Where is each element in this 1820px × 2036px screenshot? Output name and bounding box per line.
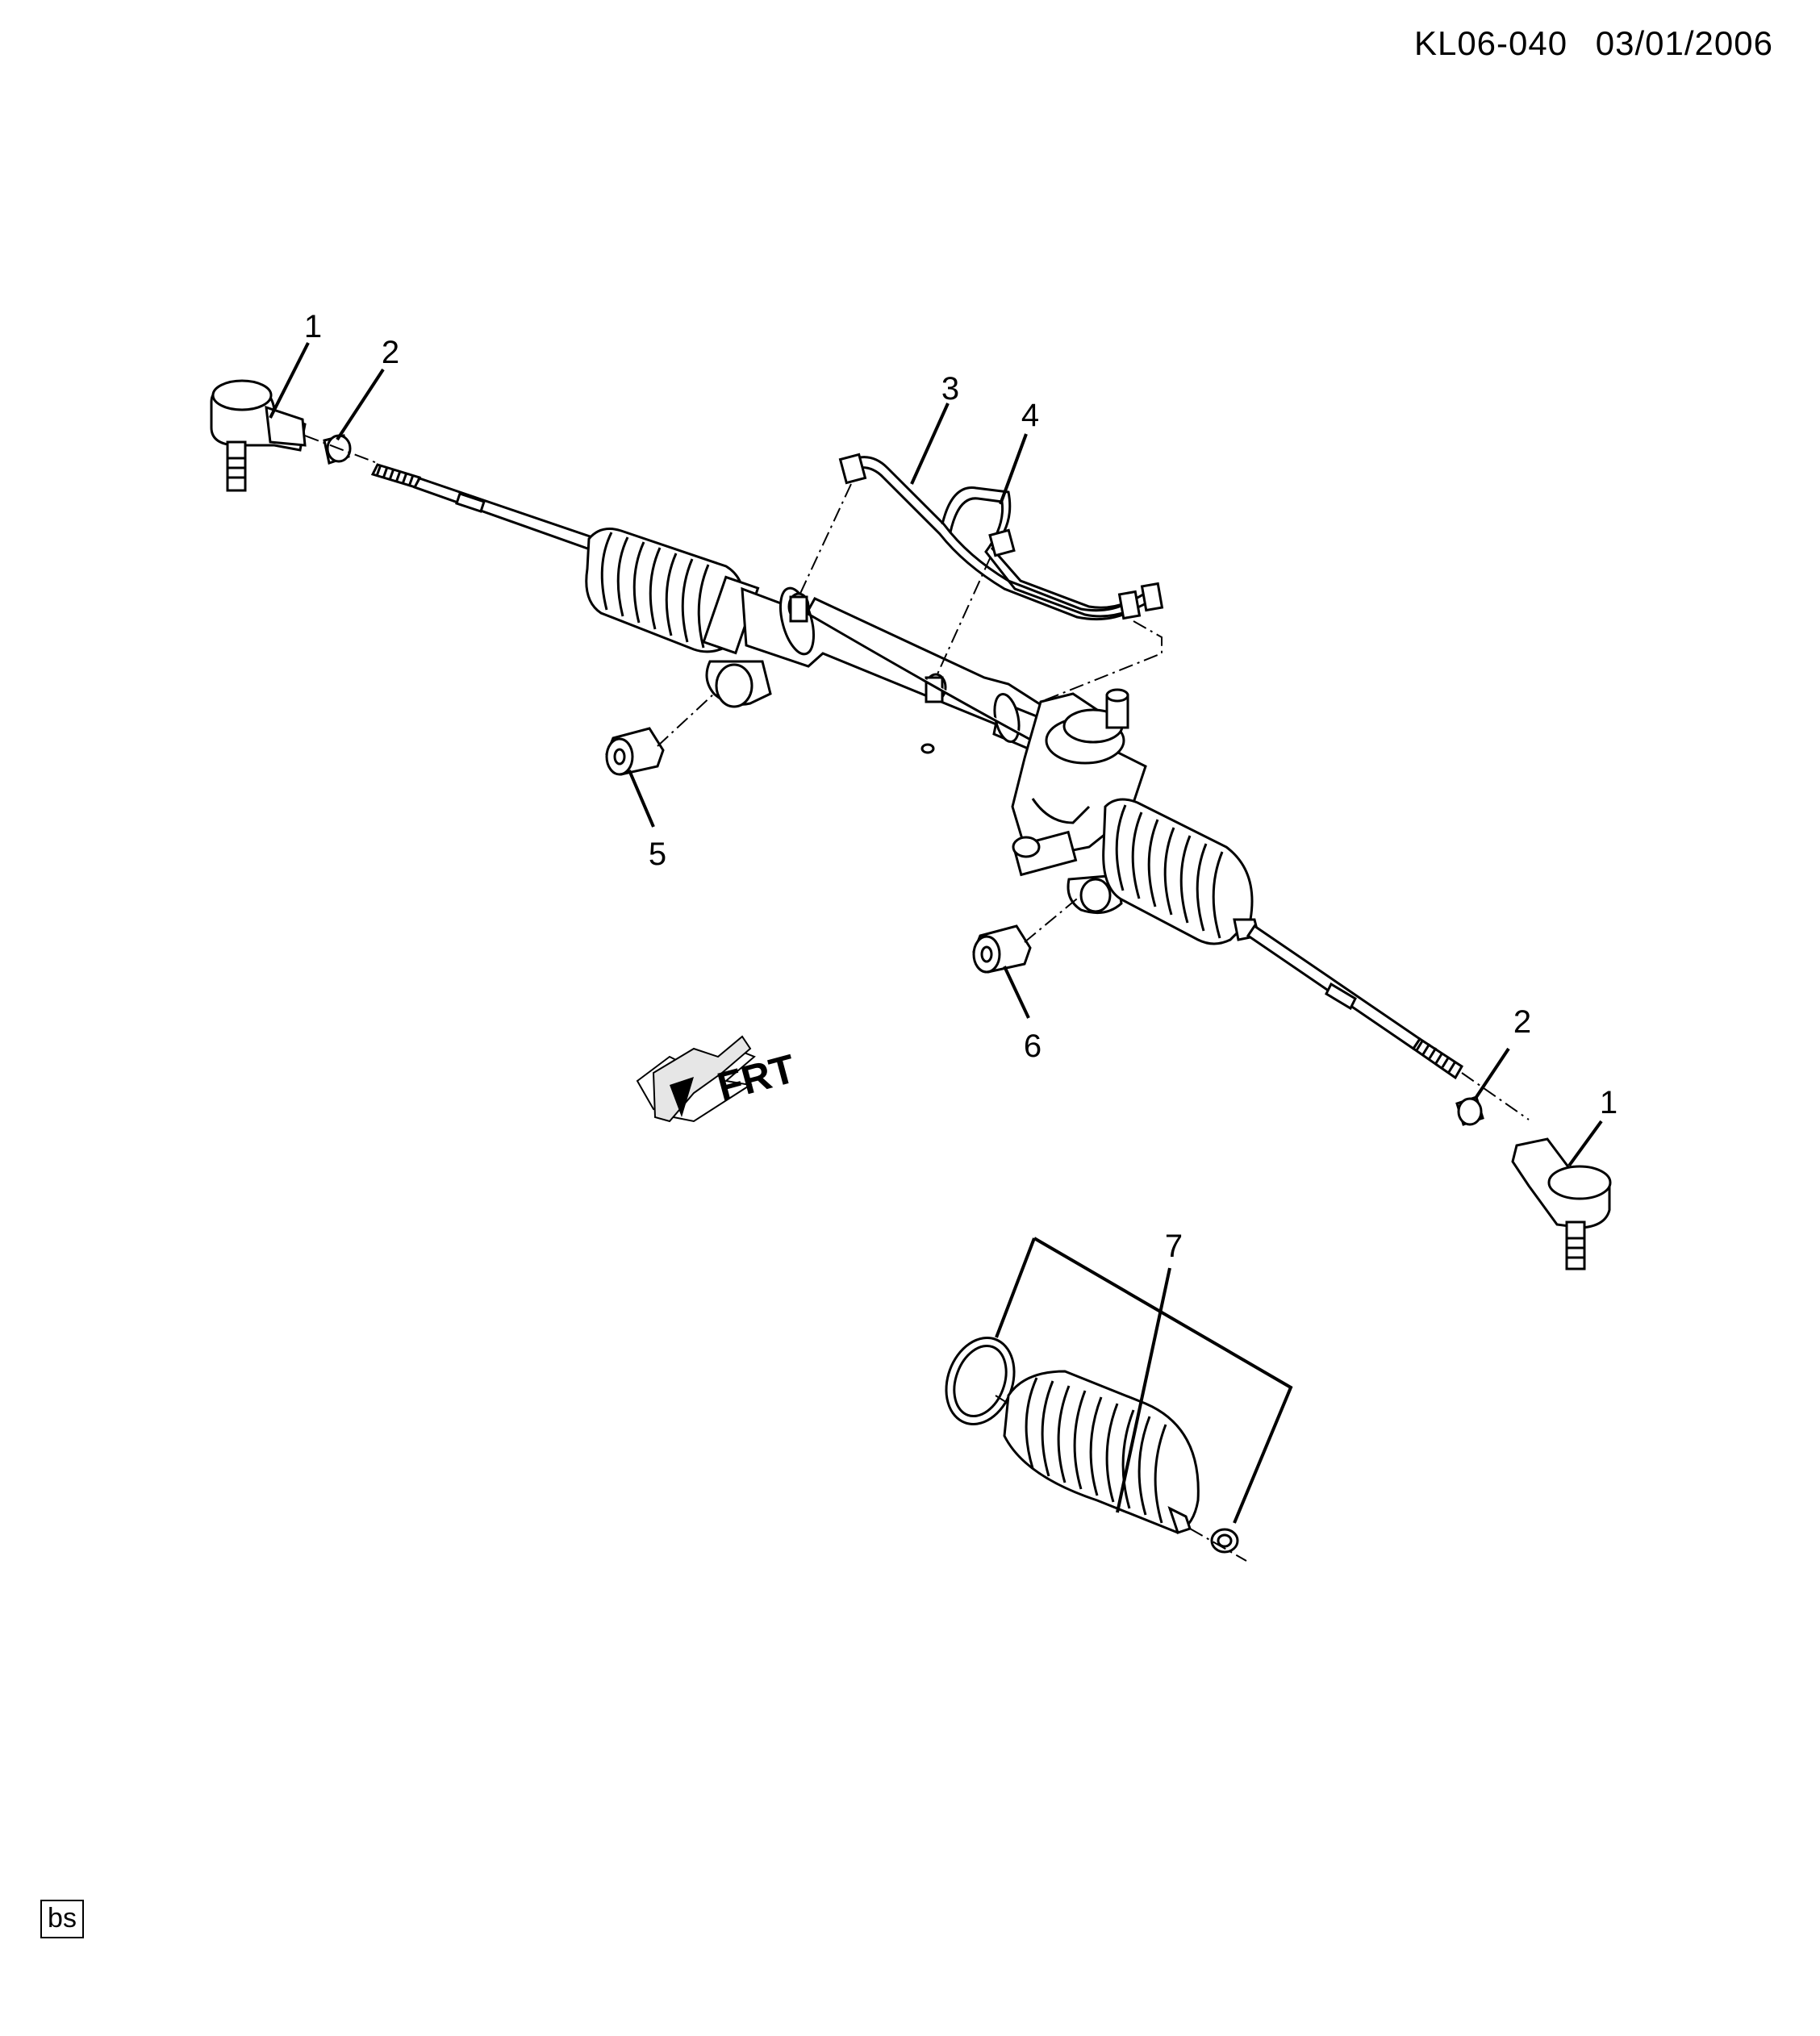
drawing-code: KL06-040 <box>1413 24 1568 62</box>
left-tie-rod-end <box>210 379 307 492</box>
front-direction-indicator: FRT <box>636 1035 800 1123</box>
callout-4: 4 <box>1021 398 1039 433</box>
callout-1-right: 1 <box>1600 1085 1618 1120</box>
hydraulic-pipes <box>798 453 1164 703</box>
left-inner-tie-rod <box>370 463 599 552</box>
drawing-date: 03/01/2006 <box>1595 24 1773 62</box>
bellows-boot-kit <box>1003 1370 1200 1534</box>
assembly-line-right-end <box>1461 1072 1530 1120</box>
callout-2-left: 2 <box>382 335 399 370</box>
left-jam-nut <box>323 434 352 465</box>
callout-3: 3 <box>941 371 959 407</box>
callout-7: 7 <box>1165 1229 1183 1264</box>
drawing-header: KL06-040 03/01/2006 <box>1414 24 1773 63</box>
callout-6: 6 <box>1024 1028 1041 1064</box>
left-mounting-bracket <box>705 660 772 708</box>
corner-tag: bs <box>40 1900 84 1938</box>
right-mount-bushing <box>972 895 1082 974</box>
left-bellows-boot <box>585 528 760 655</box>
right-inner-tie-rod <box>1246 924 1464 1080</box>
assembly-line-left-end <box>304 435 380 465</box>
callout-1-left: 1 <box>304 309 322 344</box>
right-tie-rod-end <box>1511 1137 1612 1270</box>
boot-kit <box>945 1337 1247 1562</box>
right-jam-nut <box>1455 1095 1484 1126</box>
left-mount-bushing <box>605 693 715 776</box>
right-bellows-boot <box>1102 798 1260 945</box>
callout-2-right: 2 <box>1513 1004 1531 1040</box>
leader-lines <box>269 342 1603 1524</box>
callout-5: 5 <box>649 837 666 872</box>
